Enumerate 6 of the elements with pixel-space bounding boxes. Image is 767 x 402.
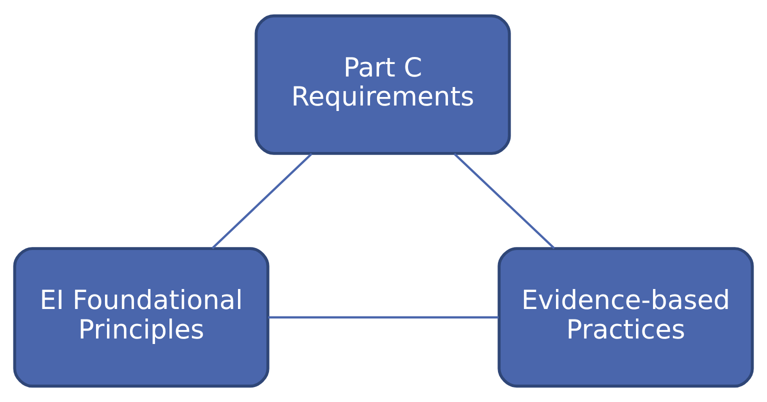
node-box: Evidence-based Practices — [498, 247, 754, 388]
connector — [454, 153, 555, 250]
connector — [212, 153, 312, 250]
connector — [268, 316, 499, 318]
node-box: Part C Requirements — [254, 14, 511, 155]
node-box: EI Foundational Principles — [13, 247, 270, 388]
